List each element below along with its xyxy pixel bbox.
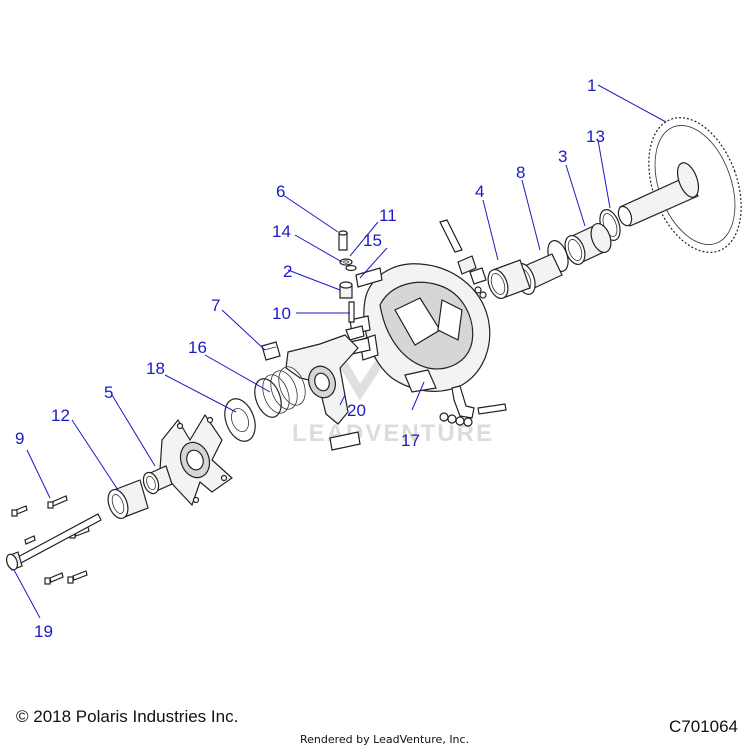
part-bushing-2[interactable] — [339, 281, 353, 299]
part-bushing-12[interactable] — [104, 479, 149, 521]
callout-2[interactable]: 2 — [283, 262, 292, 281]
part-roller-arm-kit[interactable] — [439, 385, 507, 427]
part-moveable-sheave-housing[interactable] — [349, 263, 491, 393]
callout-4[interactable]: 4 — [475, 182, 484, 201]
part-pin-10[interactable] — [348, 301, 355, 323]
callout-14[interactable]: 14 — [272, 222, 291, 241]
callout-20[interactable]: 20 — [347, 401, 366, 420]
callout-11[interactable]: 11 — [379, 206, 397, 225]
callout-3[interactable]: 3 — [558, 147, 567, 166]
callout-9[interactable]: 9 — [15, 429, 24, 448]
callout-17[interactable]: 17 — [401, 431, 420, 450]
callout-13[interactable]: 13 — [586, 127, 605, 146]
part-long-bolt[interactable] — [5, 513, 102, 571]
part-sheave-shaft[interactable] — [616, 105, 750, 265]
drawing-number: C701064 — [668, 717, 738, 736]
callout-16[interactable]: 16 — [188, 338, 207, 357]
part-bushing-5[interactable] — [141, 465, 173, 496]
part-spider[interactable] — [285, 334, 361, 451]
callout-8[interactable]: 8 — [516, 163, 525, 182]
part-cover-plate[interactable] — [159, 413, 233, 507]
callout-1[interactable]: 1 — [587, 76, 596, 95]
part-screws-9[interactable] — [11, 495, 90, 585]
callout-7[interactable]: 7 — [211, 296, 220, 315]
part-spring[interactable] — [250, 363, 310, 421]
part-pin-6[interactable] — [338, 230, 348, 251]
part-roller-15[interactable] — [355, 267, 383, 288]
callout-10[interactable]: 10 — [272, 304, 291, 323]
callout-5[interactable]: 5 — [104, 383, 113, 402]
part-clip-7[interactable] — [261, 341, 281, 361]
callout-labels: 1 2 3 4 5 6 7 8 9 10 11 12 13 14 15 16 1… — [15, 76, 605, 641]
callout-12[interactable]: 12 — [51, 406, 70, 425]
part-washer-18[interactable] — [219, 395, 260, 446]
callout-19[interactable]: 19 — [34, 622, 53, 641]
watermark-text: LEADVENTURE — [292, 420, 494, 447]
copyright-notice: © 2018 Polaris Industries Inc. — [16, 707, 239, 726]
rendered-by-credit: Rendered by LeadVenture, Inc. — [300, 733, 470, 746]
part-bushing-4[interactable] — [484, 259, 531, 301]
callout-6[interactable]: 6 — [276, 182, 285, 201]
callout-15[interactable]: 15 — [363, 231, 382, 250]
part-small-pins[interactable] — [439, 219, 487, 299]
leader-lines — [13, 84, 667, 619]
part-washer-11-14[interactable] — [339, 258, 357, 272]
callout-18[interactable]: 18 — [146, 359, 165, 378]
part-bushing-3[interactable] — [561, 221, 614, 267]
